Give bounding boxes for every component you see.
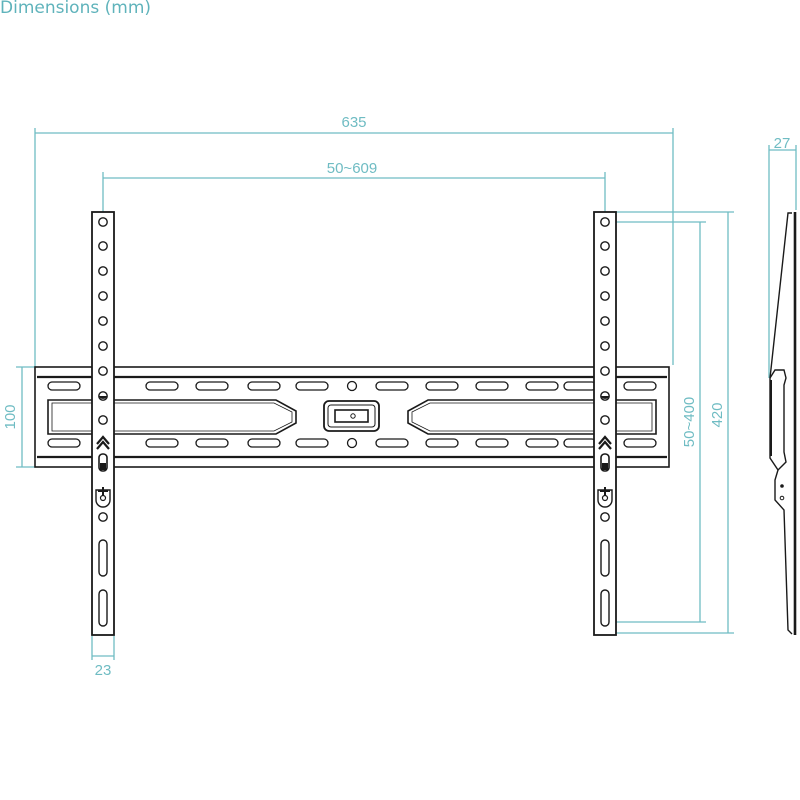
dimension-50-400-label: 50~400 xyxy=(681,397,698,447)
center-level-icon xyxy=(323,400,380,432)
arm-right xyxy=(593,211,617,636)
dimension-100-label: 100 xyxy=(2,404,19,429)
plate-recess-right xyxy=(407,399,657,435)
dimension-23: 23 xyxy=(91,636,115,679)
dimension-50-400: 50~400 xyxy=(606,221,706,623)
dimension-420-label: 420 xyxy=(709,402,726,427)
dimension-50-609-label: 50~609 xyxy=(327,160,377,177)
dimension-27: 27 xyxy=(768,135,797,378)
diagram-title: Dimensions (mm) xyxy=(0,0,152,18)
wall-plate xyxy=(34,366,670,468)
up-arrow-icon xyxy=(598,435,612,450)
arm-left xyxy=(91,211,115,636)
safety-screw-icon xyxy=(95,487,111,508)
dimension-27-label: 27 xyxy=(774,135,791,152)
side-view: 27 xyxy=(768,135,797,635)
dimension-635: 635 xyxy=(34,114,674,370)
dimension-100: 100 xyxy=(2,366,36,468)
up-arrow-icon xyxy=(96,435,110,450)
safety-screw-icon xyxy=(597,487,613,508)
plate-slots-bottom xyxy=(47,437,657,449)
dimension-50-609: 50~609 xyxy=(102,160,606,220)
dimension-420: 420 xyxy=(614,211,734,634)
plate-recess-left xyxy=(47,399,297,435)
dimension-635-label: 635 xyxy=(341,114,366,131)
dimension-23-label: 23 xyxy=(95,662,112,679)
plate-slots-top xyxy=(47,380,657,392)
